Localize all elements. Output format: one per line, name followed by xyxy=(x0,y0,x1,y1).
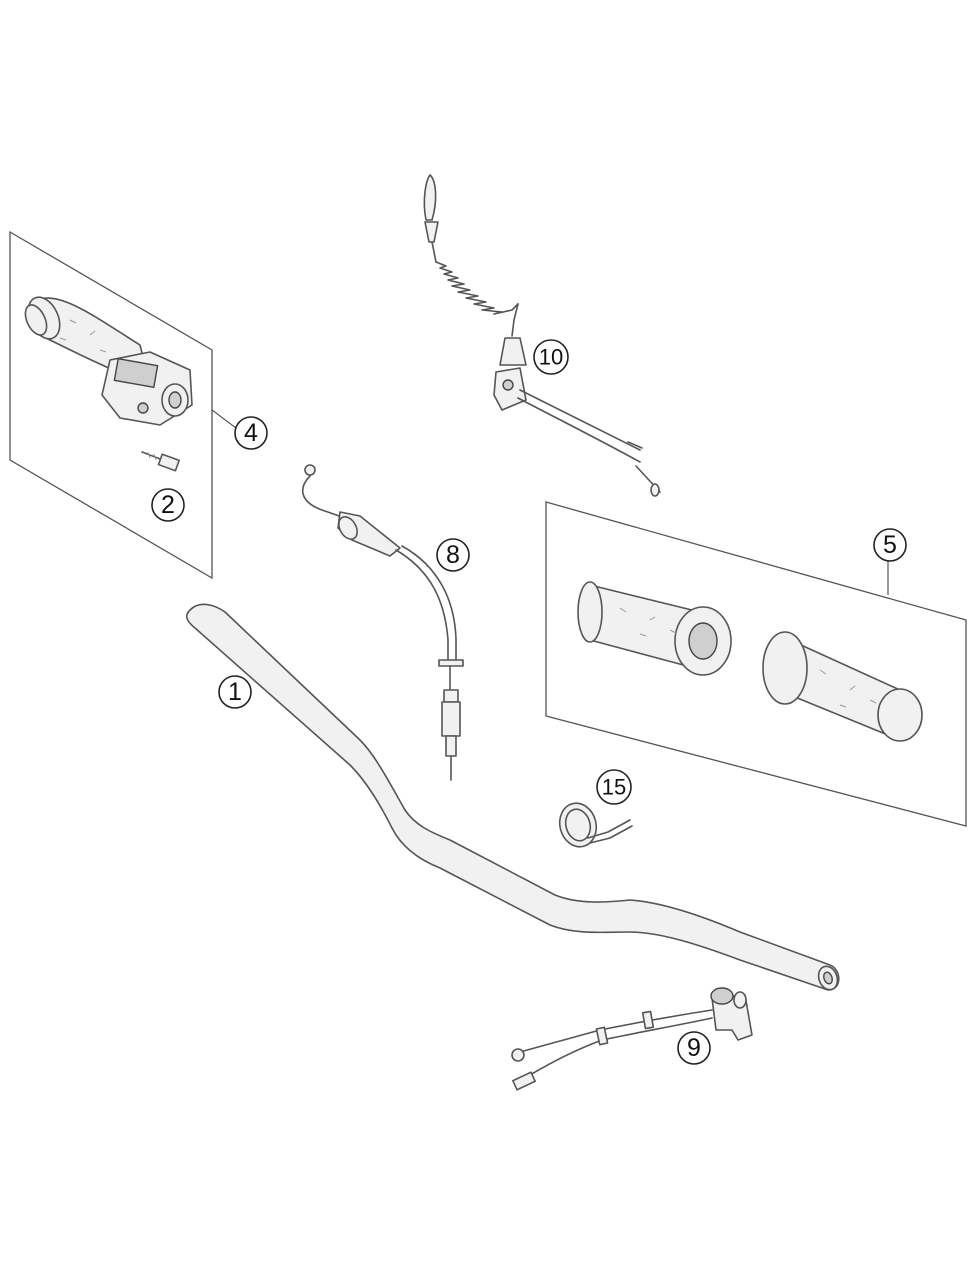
callout-label: 9 xyxy=(687,1034,701,1062)
callout-label: 5 xyxy=(883,531,897,559)
throttle-cable-part xyxy=(301,464,464,781)
leader-lines xyxy=(211,409,889,595)
callout-label: 1 xyxy=(228,678,242,706)
callout-9: 9 xyxy=(677,1031,711,1065)
callout-4: 4 xyxy=(234,416,268,450)
callout-5: 5 xyxy=(873,528,907,562)
callout-8: 8 xyxy=(436,538,470,572)
grip-right xyxy=(762,631,923,742)
callout-label: 15 xyxy=(602,775,626,800)
callout-10: 10 xyxy=(533,339,569,375)
kill-switch-part xyxy=(511,987,753,1091)
throttle-grip-set-panel xyxy=(9,230,213,580)
grip-left xyxy=(577,581,732,676)
cable-tie-part xyxy=(558,802,633,848)
callout-1: 1 xyxy=(218,675,252,709)
screw-part xyxy=(141,451,180,472)
grip-set-panel xyxy=(545,501,967,827)
left-grip-with-throttle xyxy=(24,296,193,426)
callout-label: 8 xyxy=(446,541,460,569)
callout-label: 10 xyxy=(539,345,563,370)
callout-label: 4 xyxy=(244,419,258,447)
callout-label: 2 xyxy=(161,491,175,519)
callout-15: 15 xyxy=(596,769,632,805)
handlebar-part xyxy=(185,603,840,991)
emergency-stop-switch-part xyxy=(423,174,661,497)
callout-2: 2 xyxy=(151,488,185,522)
